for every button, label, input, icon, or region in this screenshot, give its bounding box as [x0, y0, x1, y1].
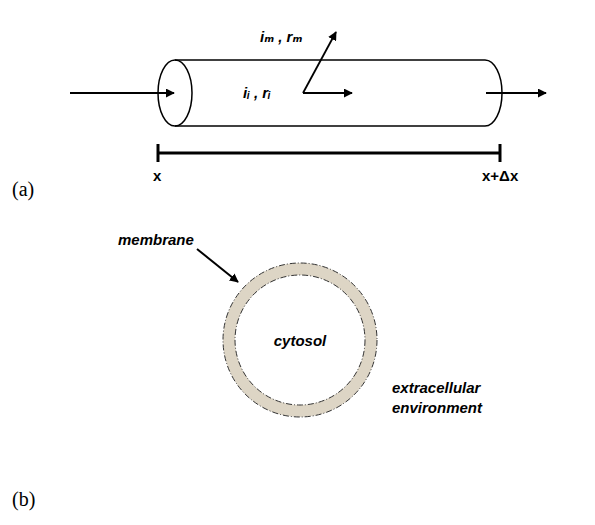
region-label: cytosol	[274, 332, 327, 349]
text-holder: cytosol	[221, 261, 379, 419]
cylinder-side	[175, 59, 485, 61]
label-holder: (a)	[12, 178, 34, 201]
cylinder-end	[485, 60, 502, 126]
cylinder-end	[158, 60, 192, 126]
output-arrow	[486, 92, 546, 94]
label-holder: x+Δx	[482, 167, 518, 185]
cell-ring: cytosol	[221, 261, 379, 419]
axial-symbol: iᵢ , rᵢ	[243, 84, 271, 101]
membrane-arrow	[303, 32, 336, 93]
part-label: membrane	[118, 231, 194, 248]
axon-cylinder: iᵢ , rᵢiₘ , rₘ	[156, 58, 506, 128]
scale-bar	[158, 152, 500, 155]
position-label: x	[153, 167, 161, 184]
panel-label: (a)	[12, 178, 34, 200]
axial-arrow	[303, 92, 352, 94]
label-holder: x	[153, 167, 161, 185]
region-label: extracellular environment	[392, 378, 504, 418]
panel-label: (b)	[12, 488, 35, 510]
cylinder-side	[175, 125, 485, 127]
position-label: x+Δx	[482, 167, 518, 184]
leader-arrow	[197, 249, 238, 282]
scale-tick	[157, 144, 160, 162]
cytosol-area	[235, 275, 365, 405]
text-holder: iₘ , rₘ	[260, 28, 302, 46]
label-holder: extracellular environment	[392, 378, 504, 418]
text-holder: iᵢ , rᵢ	[243, 84, 271, 102]
membrane-symbol: iₘ , rₘ	[260, 28, 302, 45]
scale-tick	[499, 144, 502, 162]
label-holder: (b)	[12, 488, 35, 511]
node-outline	[156, 58, 506, 128]
label-holder: membrane	[118, 231, 194, 249]
membrane-ring	[223, 263, 377, 417]
